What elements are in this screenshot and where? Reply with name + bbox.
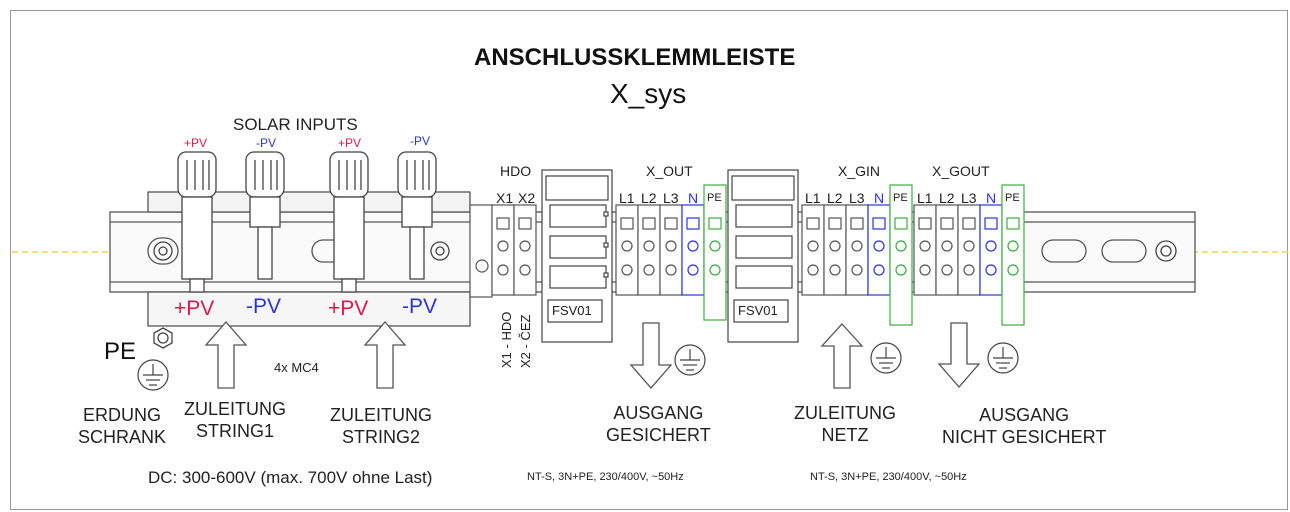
pe-screw-icon xyxy=(153,327,173,349)
connector-bottom-label-4: -PV xyxy=(402,295,438,318)
ground-symbol-icon-out xyxy=(674,344,706,376)
connector-top-label-1: +PV xyxy=(184,136,208,150)
connector-bottom-label-3: +PV xyxy=(328,297,369,320)
connector-top-label-3: +PV xyxy=(338,136,362,150)
connector-bottom-label-1: +PV xyxy=(174,297,215,320)
terminal-label-gout-l2: L2 xyxy=(939,190,955,206)
terminal-label-gout-l3: L3 xyxy=(961,190,977,206)
terminal-label-gin-l2: L2 xyxy=(827,190,843,206)
caption-ausgang-gesichert: AUSGANG GESICHERT xyxy=(606,403,711,445)
ground-symbol-icon-gout xyxy=(987,342,1019,374)
terminal-label-hdo-x2: X2 xyxy=(518,190,536,206)
caption-erdung: ERDUNG SCHRANK xyxy=(78,405,167,447)
diagram-frame xyxy=(10,10,1288,510)
arrow-down-icon-nicht xyxy=(937,322,981,388)
caption-zuleitung-netz: ZULEITUNG NETZ xyxy=(794,403,897,445)
group-label-x-gin: X_GIN xyxy=(838,163,881,179)
group-label-x-gout: X_GOUT xyxy=(932,163,990,179)
rail-screw-left xyxy=(153,241,173,261)
caption-string2: ZULEITUNG STRING2 xyxy=(330,405,433,447)
mc4-connector-2 xyxy=(245,151,285,280)
x-gin-terminals xyxy=(801,184,913,326)
ground-symbol-icon-gin xyxy=(870,342,902,374)
hdo-vertical-label-x1: X1 - HDO xyxy=(499,311,514,368)
terminal-label-gin-pe: PE xyxy=(893,192,908,204)
fuse-holder-2 xyxy=(727,169,799,343)
note-dc: DC: 300-600V (max. 700V ohne Last) xyxy=(148,468,433,487)
connector-top-label-4: -PV xyxy=(410,134,431,148)
x-out-terminals xyxy=(615,184,727,321)
terminal-label-out-l1: L1 xyxy=(619,190,635,206)
terminal-label-out-l2: L2 xyxy=(641,190,657,206)
arrow-up-icon-netz xyxy=(820,323,864,389)
hdo-terminal-block xyxy=(469,204,537,298)
mc4-connector-4 xyxy=(397,151,437,280)
solar-inputs-label: SOLAR INPUTS xyxy=(233,115,358,134)
fuse-holder-1 xyxy=(541,169,613,343)
connector-bottom-label-2: -PV xyxy=(246,295,282,318)
arrow-up-icon-string2 xyxy=(363,321,407,389)
caption-ausgang-nicht-gesichert: AUSGANG NICHT GESICHERT xyxy=(942,405,1107,447)
mc4-connector-1 xyxy=(177,151,217,293)
group-label-hdo: HDO xyxy=(500,163,532,179)
pe-label: PE xyxy=(104,338,137,365)
page-title: ANSCHLUSSKLEMMLEISTE xyxy=(474,44,796,71)
hdo-vertical-label-x2: X2 - ČEZ xyxy=(518,314,533,368)
terminal-label-hdo-x1: X1 xyxy=(496,190,514,206)
caption-string1: ZULEITUNG STRING1 xyxy=(184,399,287,441)
terminal-label-gout-l1: L1 xyxy=(917,190,933,206)
rail-screw-right xyxy=(1155,240,1177,262)
mc4-block xyxy=(147,191,471,327)
group-label-x-out: X_OUT xyxy=(646,163,693,179)
terminal-label-out-pe: PE xyxy=(707,192,722,204)
mc4-block-screw xyxy=(430,241,450,261)
terminal-label-gin-l3: L3 xyxy=(849,190,865,206)
terminal-label-out-l3: L3 xyxy=(663,190,679,206)
mc4-label: 4x MC4 xyxy=(274,360,319,375)
terminal-label-gout-pe: PE xyxy=(1005,192,1020,204)
x-gout-terminals xyxy=(913,184,1025,326)
fuse-label-2: FSV01 xyxy=(738,303,778,318)
terminal-label-gout-n: N xyxy=(986,190,997,206)
arrow-down-icon-ausgang xyxy=(629,322,673,389)
note-ac-2: NT-S, 3N+PE, 230/400V, ~50Hz xyxy=(810,471,967,483)
ground-symbol-icon-pe xyxy=(137,359,169,391)
arrow-up-icon-string1 xyxy=(204,321,248,389)
terminal-label-gin-n: N xyxy=(874,190,885,206)
mc4-connector-3 xyxy=(329,151,369,293)
terminal-label-gin-l1: L1 xyxy=(805,190,821,206)
terminal-label-out-n: N xyxy=(688,190,699,206)
connector-top-label-2: -PV xyxy=(256,136,277,150)
page-subtitle: X_sys xyxy=(610,78,687,109)
note-ac-1: NT-S, 3N+PE, 230/400V, ~50Hz xyxy=(527,471,684,483)
fuse-label-1: FSV01 xyxy=(552,303,592,318)
